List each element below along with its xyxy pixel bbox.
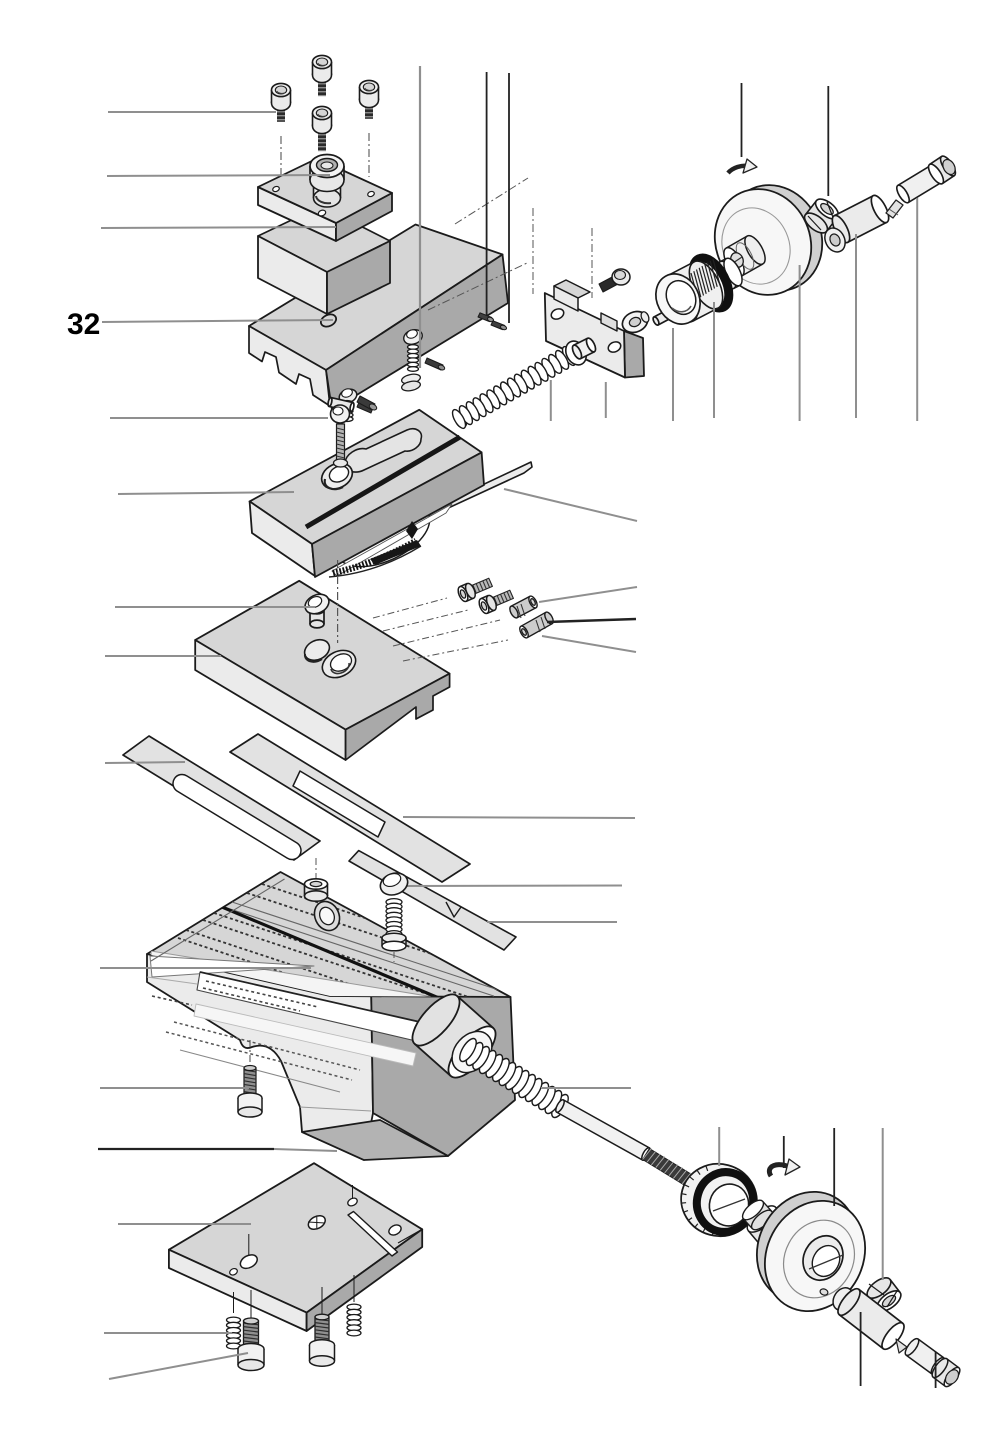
svg-text:32: 32 — [67, 308, 100, 341]
